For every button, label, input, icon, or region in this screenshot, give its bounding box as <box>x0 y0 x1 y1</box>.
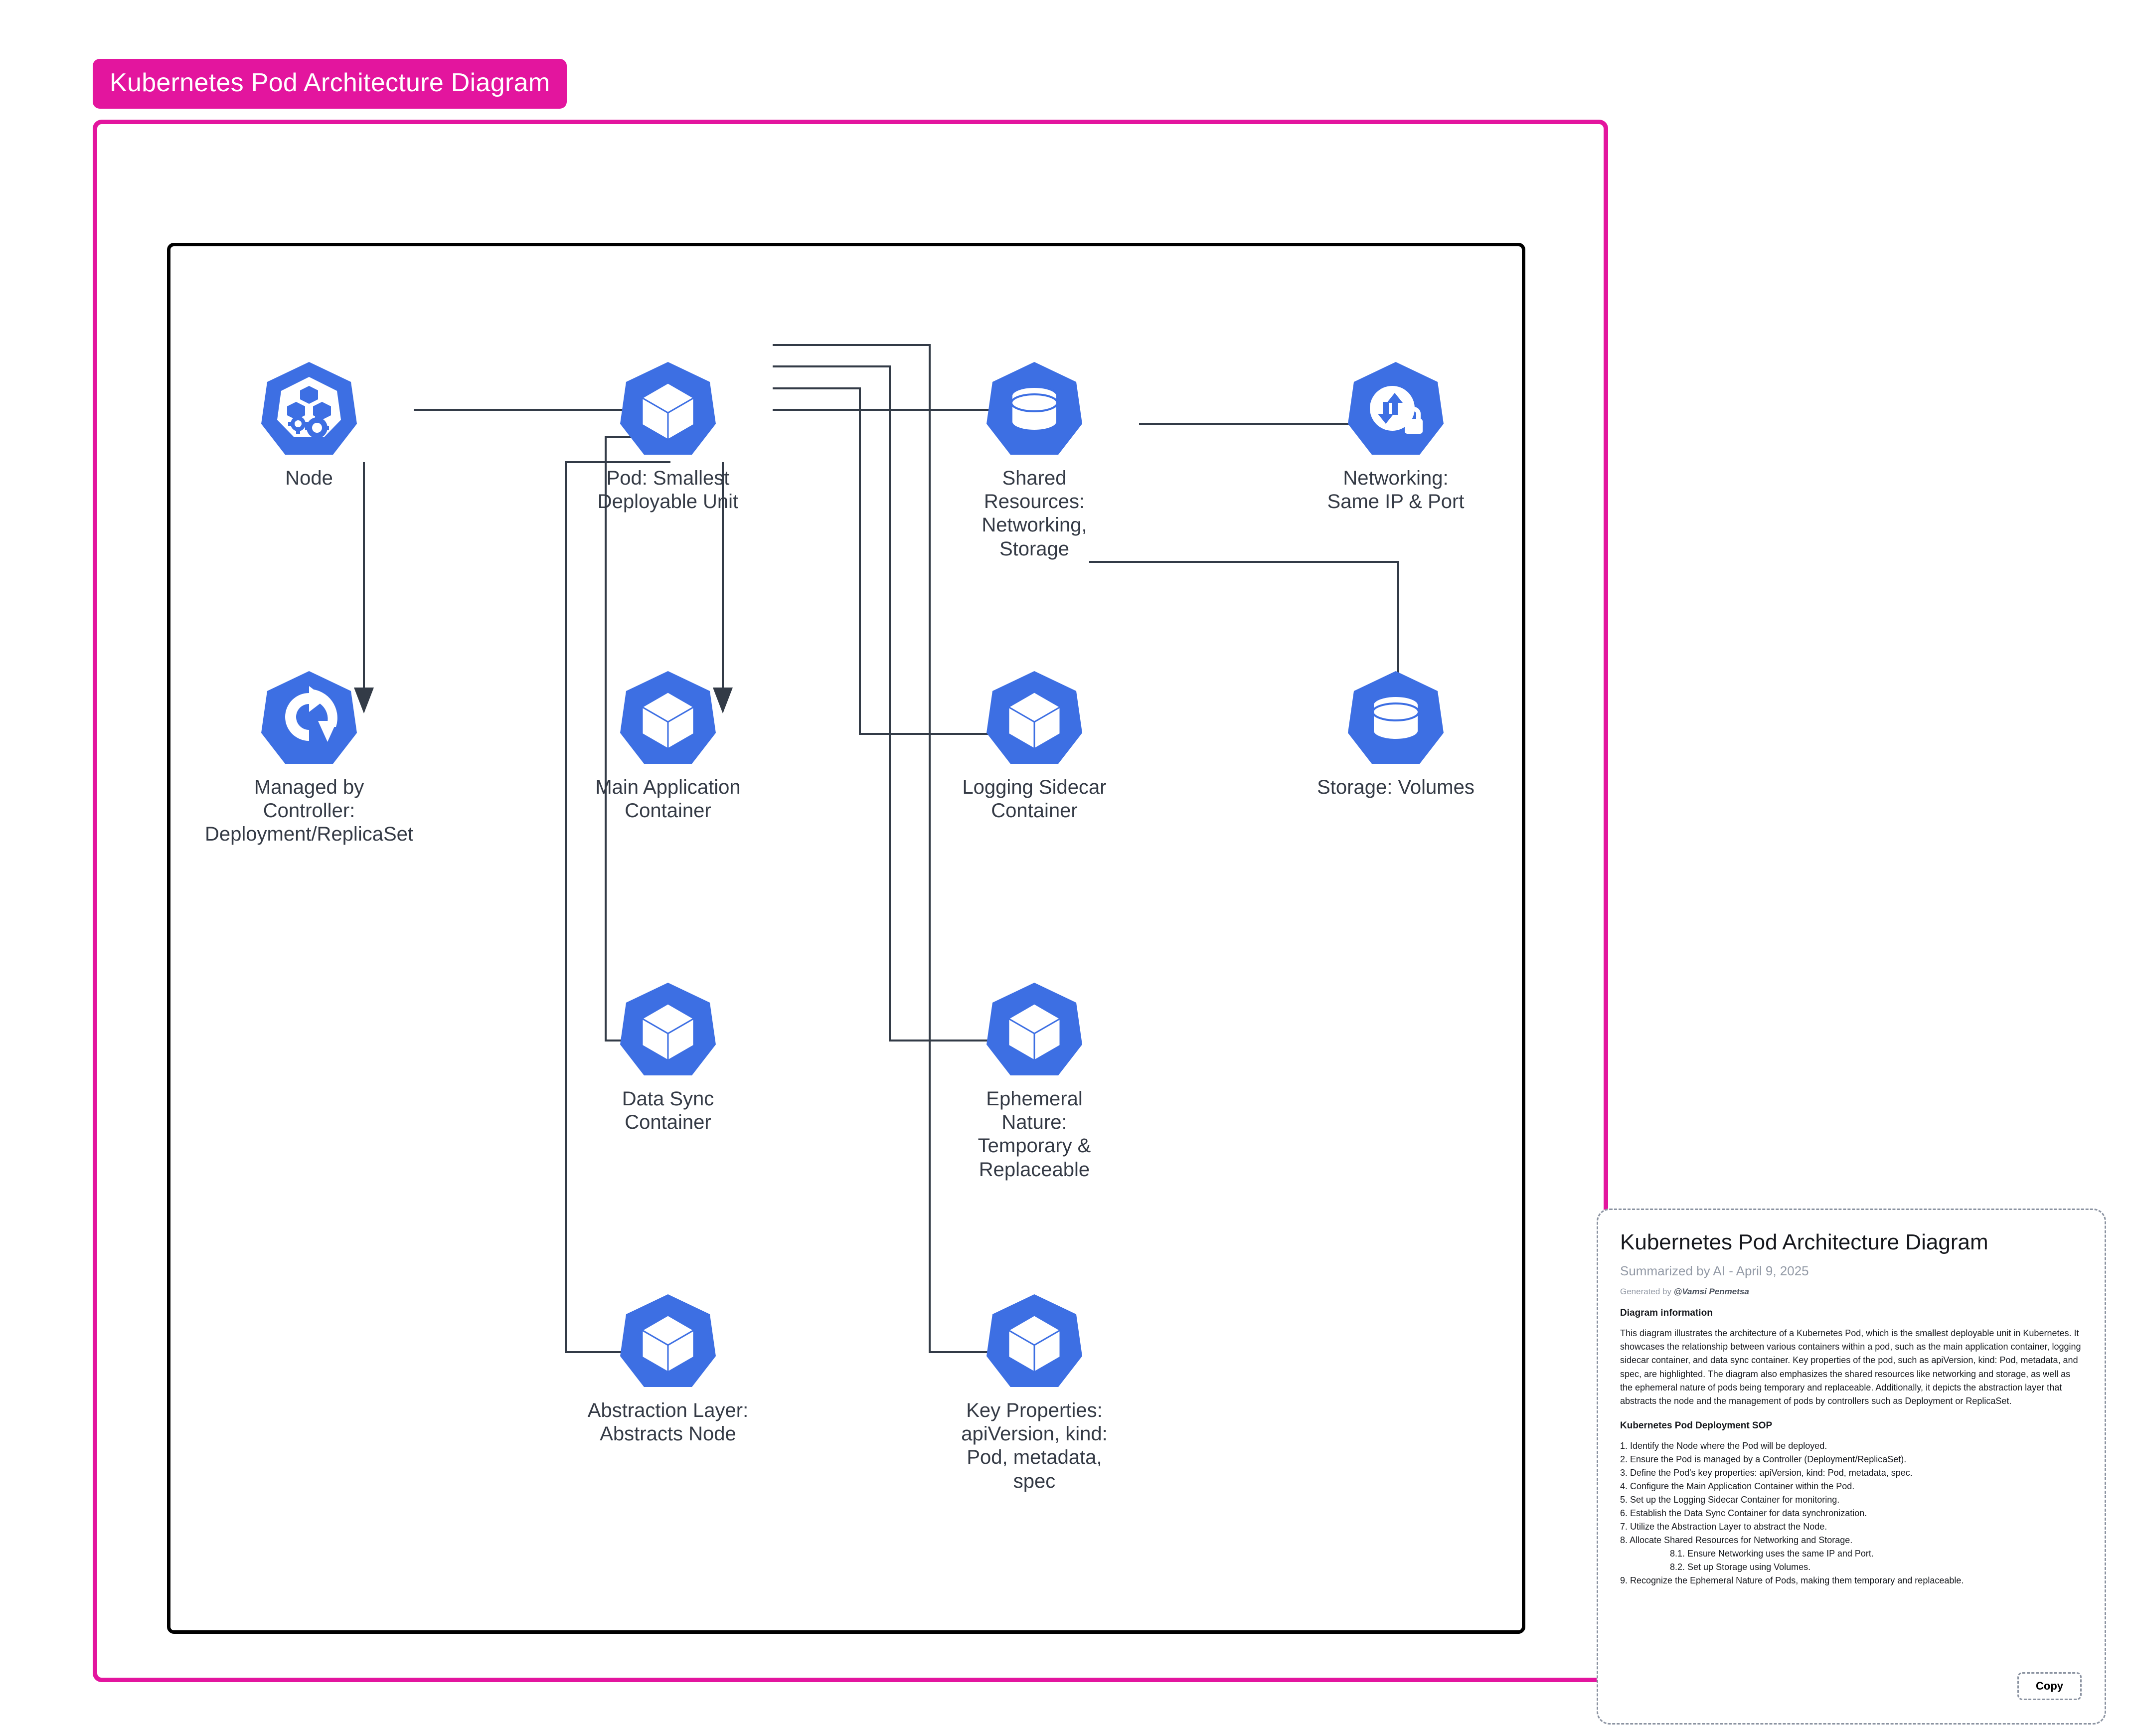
sop-item: 6. Establish the Data Sync Container for… <box>1620 1508 1867 1518</box>
info-panel-author: Generated by @Vamsi Penmetsa <box>1620 1287 2083 1297</box>
diagram-info-panel: Kubernetes Pod Architecture Diagram Summ… <box>1597 1209 2106 1725</box>
diagram-node-keyprops[interactable]: Key Properties: apiVersion, kind: Pod, m… <box>930 1292 1139 1493</box>
sop-heading: Kubernetes Pod Deployment SOP <box>1620 1420 1773 1431</box>
sop-item: 2. Ensure the Pod is managed by a Contro… <box>1620 1454 1907 1464</box>
k8s-pod-cube-icon <box>618 360 718 460</box>
diagram-node-label: Storage: Volumes <box>1317 776 1475 798</box>
diagram-node-datasync[interactable]: Data Sync Container <box>563 981 773 1134</box>
k8s-refresh-icon <box>259 669 359 769</box>
diagram-node-ephemeral[interactable]: Ephemeral Nature: Temporary & Replaceabl… <box>930 981 1139 1182</box>
diagram-node-label: Managed by Controller: Deployment/Replic… <box>205 776 413 846</box>
diagram-node-storage[interactable]: Storage: Volumes <box>1291 669 1500 799</box>
diagram-information-body: This diagram illustrates the architectur… <box>1620 1328 2081 1406</box>
sop-list: 1. Identify the Node where the Pod will … <box>1620 1439 2083 1587</box>
diagram-node-label: Logging Sidecar Container <box>962 776 1107 822</box>
copy-button[interactable]: Copy <box>2017 1672 2082 1700</box>
k8s-container-icon <box>618 1292 718 1392</box>
diagram-node-node[interactable]: Node <box>204 360 414 490</box>
k8s-container-icon <box>618 669 718 769</box>
diagram-node-label: Main Application Container <box>595 776 741 822</box>
diagram-node-logging[interactable]: Logging Sidecar Container <box>930 669 1139 823</box>
sop-item: 9. Recognize the Ephemeral Nature of Pod… <box>1620 1575 1964 1585</box>
author-handle: @Vamsi Penmetsa <box>1673 1286 1749 1296</box>
sop-item: 8. Allocate Shared Resources for Network… <box>1620 1535 1853 1545</box>
generated-prefix: Generated by <box>1620 1286 1674 1296</box>
diagram-node-controller[interactable]: Managed by Controller: Deployment/Replic… <box>204 669 414 847</box>
sop-item: 3. Define the Pod's key properties: apiV… <box>1620 1467 1913 1478</box>
diagram-node-abstraction[interactable]: Abstraction Layer: Abstracts Node <box>563 1292 773 1446</box>
diagram-node-label: Networking: Same IP & Port <box>1327 467 1465 513</box>
diagram-node-label: Shared Resources: Networking, Storage <box>982 467 1087 560</box>
k8s-network-lock-icon <box>1346 360 1446 460</box>
diagram-node-label: Key Properties: apiVersion, kind: Pod, m… <box>961 1399 1108 1492</box>
k8s-container-icon <box>984 1292 1084 1392</box>
sop-item: 8.2. Set up Storage using Volumes. <box>1670 1562 1811 1572</box>
k8s-container-icon <box>984 981 1084 1080</box>
sop-item: 8.1. Ensure Networking uses the same IP … <box>1670 1548 1874 1559</box>
diagram-node-networking[interactable]: Networking: Same IP & Port <box>1291 360 1500 514</box>
k8s-database-icon <box>984 360 1084 460</box>
diagram-node-label: Pod: Smallest Deployable Unit <box>597 467 739 513</box>
diagram-node-label: Data Sync Container <box>622 1088 714 1134</box>
sop-item: 5. Set up the Logging Sidecar Container … <box>1620 1494 1840 1505</box>
k8s-container-icon <box>984 669 1084 769</box>
sop-item: 4. Configure the Main Application Contai… <box>1620 1481 1855 1491</box>
diagram-node-shared[interactable]: Shared Resources: Networking, Storage <box>930 360 1139 561</box>
diagram-node-label: Node <box>285 467 333 489</box>
diagram-node-mainapp[interactable]: Main Application Container <box>563 669 773 823</box>
diagram-node-pod[interactable]: Pod: Smallest Deployable Unit <box>563 360 773 514</box>
page-title: Kubernetes Pod Architecture Diagram <box>93 59 567 109</box>
sop-item: 1. Identify the Node where the Pod will … <box>1620 1440 1827 1451</box>
info-panel-title: Kubernetes Pod Architecture Diagram <box>1620 1230 1988 1254</box>
diagram-node-label: Abstraction Layer: Abstracts Node <box>587 1399 749 1445</box>
k8s-container-icon <box>618 981 718 1080</box>
sop-item: 7. Utilize the Abstraction Layer to abst… <box>1620 1521 1827 1532</box>
k8s-node-icon <box>259 360 359 460</box>
diagram-information-heading: Diagram information <box>1620 1307 1713 1318</box>
diagram-node-label: Ephemeral Nature: Temporary & Replaceabl… <box>978 1088 1091 1181</box>
info-panel-subtitle: Summarized by AI - April 9, 2025 <box>1620 1263 1809 1278</box>
k8s-database-icon <box>1346 669 1446 769</box>
